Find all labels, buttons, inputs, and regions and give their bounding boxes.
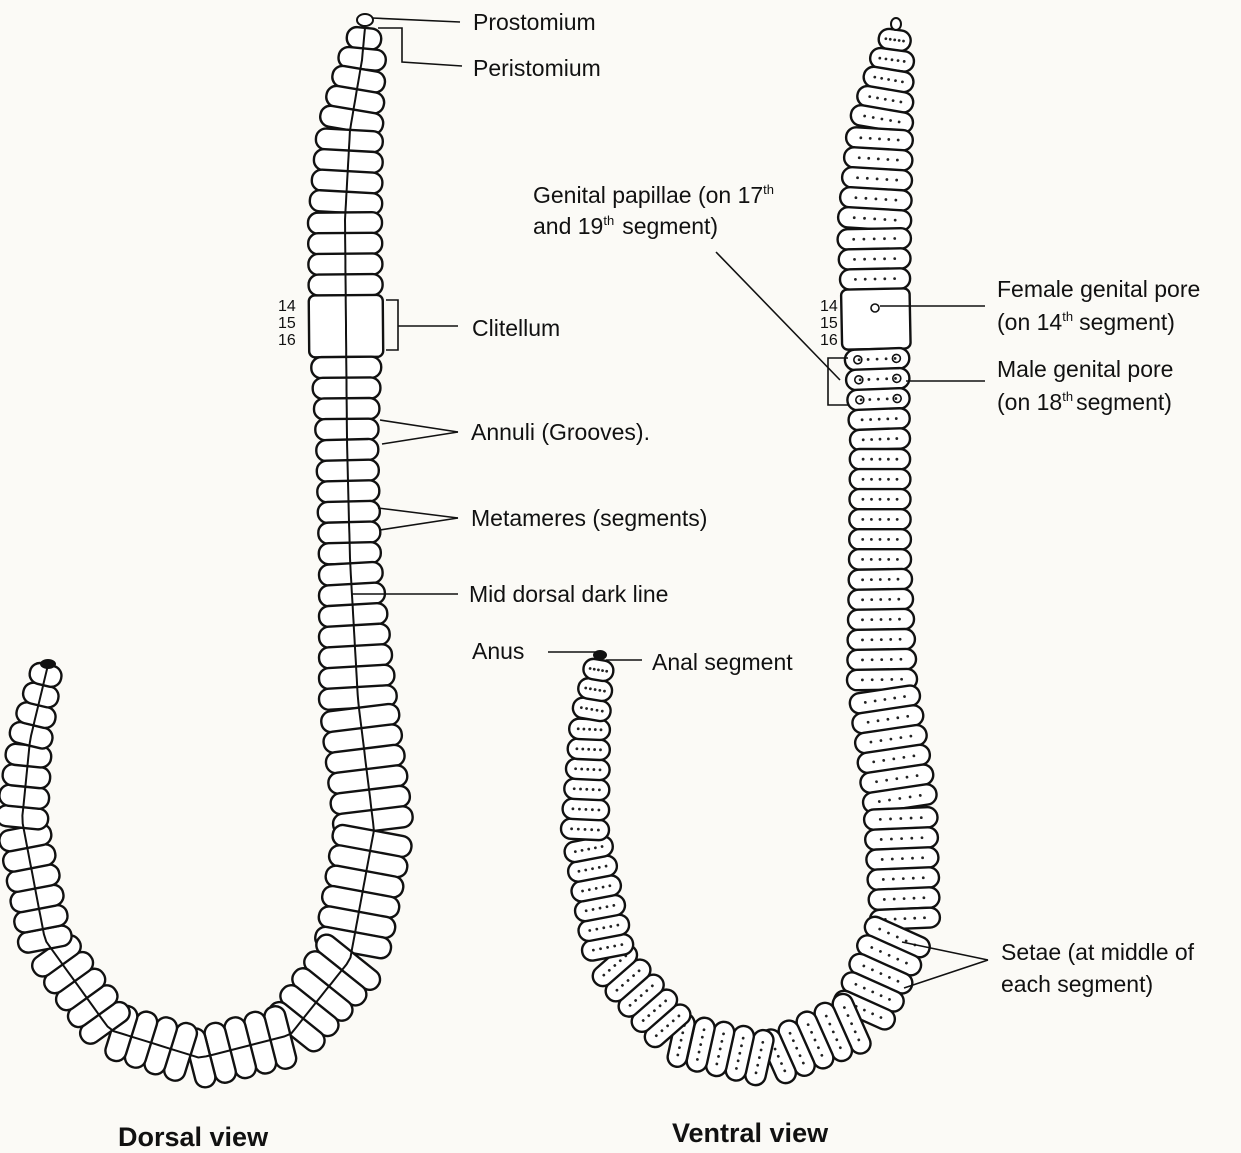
seta-dot [862,478,865,481]
seta-dot [870,458,873,461]
seta-dot [879,538,882,541]
seta-dot [870,498,873,501]
clitellum-label: Clitellum [472,315,560,341]
seta-dot [862,498,865,501]
ventral-segment [849,509,910,529]
ventral-prostomium [891,18,901,30]
seta-dot [896,458,899,461]
dorsal-segment-number-14: 14 [278,298,296,315]
ventral-segment [848,589,913,611]
seta-dot [870,558,873,561]
ventral-segment [850,449,910,469]
ventral-segment [567,738,610,760]
ventral-segment-number-15: 15 [820,315,838,332]
ventral-segment [850,428,911,451]
seta-dot [879,518,882,521]
seta-dot [879,498,882,501]
ventral-segment [848,609,914,631]
seta-dot [862,458,865,461]
ventral-segment [837,228,911,250]
seta-dot [896,558,899,561]
seta-dot [896,498,899,501]
dorsal-view-title: Dorsal view [118,1122,269,1152]
dorsal-worm-body [0,14,414,1089]
metameres-label: Metameres (segments) [471,505,707,531]
ventral-segment [839,248,911,270]
ventral-segment [562,798,609,820]
seta-dot [887,498,890,501]
prostomium [357,14,373,26]
peristomium-label: Peristomium [473,55,601,81]
seta-dot [887,538,890,541]
ventral-segment [847,629,915,651]
seta-dot [887,458,890,461]
seta-dot [870,478,873,481]
dorsal-segment-number-16: 16 [278,332,296,349]
mid-dorsal-line-label: Mid dorsal dark line [469,581,668,607]
seta-dot [896,518,899,521]
ventral-segment [847,649,916,671]
ventral-worm-body [561,18,941,1087]
ventral-segment [561,818,610,840]
genital-papillae-label: Genital papillae (on 17th [533,182,774,208]
anus-label: Anus [472,638,524,664]
seta-dot [887,518,890,521]
seta-dot [870,538,873,541]
genital-papillae-label-line-2: and 19thsegment) [533,213,718,239]
male-genital-pore-label: Male genital pore [997,356,1173,382]
seta-dot [879,478,882,481]
prostomium-label: Prostomium [473,9,596,35]
ventral-segment-outline [841,288,911,349]
setae-label-line-2: each segment) [1001,971,1153,997]
annuli-label: Annuli (Grooves). [471,419,650,445]
seta-dot [879,458,882,461]
setae-label: Setae (at middle of [1001,939,1195,965]
seta-dot [861,558,864,561]
seta-dot [896,478,899,481]
dorsal-tail-tip [40,659,56,669]
anal-segment-label: Anal segment [652,649,793,675]
seta-dot [887,558,890,561]
female-genital-pore-label: Female genital pore [997,276,1200,302]
ventral-segment [564,778,610,800]
ventral-segment-number-16: 16 [820,332,838,349]
female-genital-pore [871,304,879,312]
ventral-view-title: Ventral view [672,1118,829,1148]
ventral-segment [841,288,911,349]
ventral-segment-number-14: 14 [820,298,838,315]
dorsal-segment-number-15: 15 [278,315,296,332]
ventral-segment [849,529,911,549]
seta-dot [879,558,882,561]
ventral-segment [849,549,911,569]
seta-dot [870,518,873,521]
ventral-segment [840,268,910,290]
seta-dot [887,478,890,481]
ventral-segment [849,569,913,591]
ventral-segment [850,469,911,489]
male-genital-pore-label-line-2: (on 18thsegment) [997,389,1172,415]
seta-dot [896,538,899,541]
seta-dot [861,538,864,541]
seta-dot [861,518,864,521]
ventral-segment [850,489,911,509]
ventral-segment [566,758,610,780]
